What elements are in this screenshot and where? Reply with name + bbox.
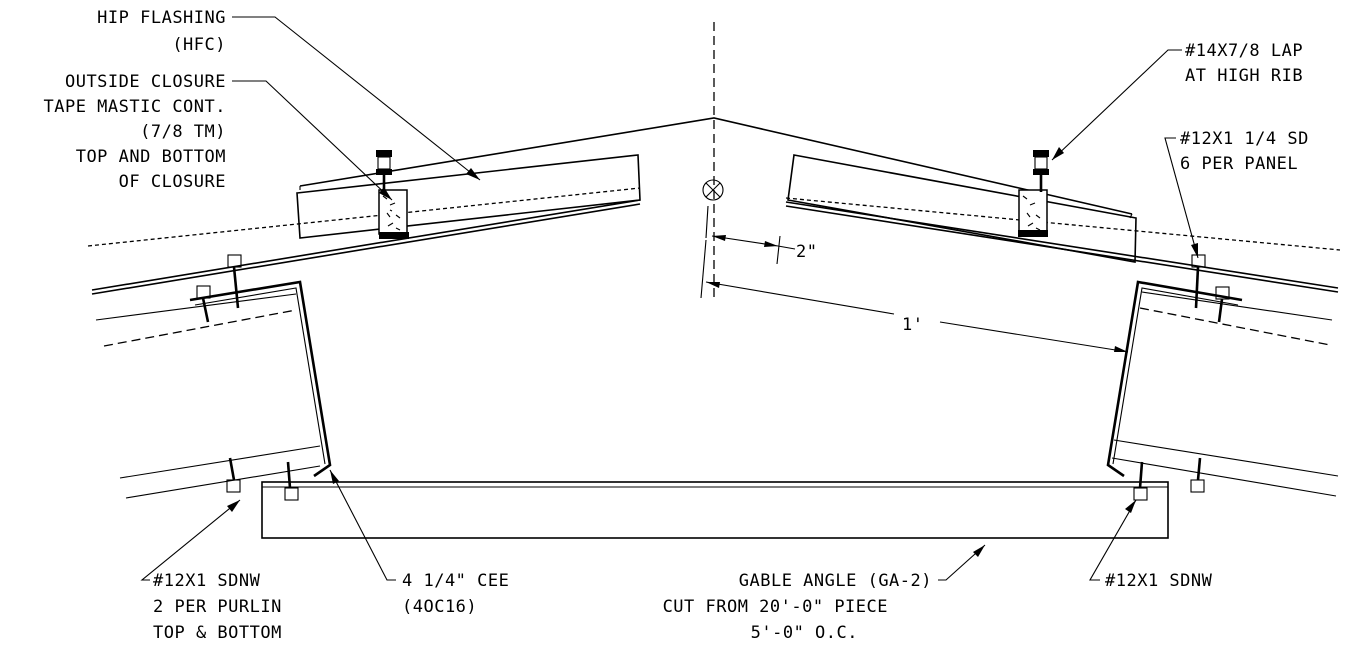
- leader-right-sdnw: [1089, 499, 1137, 581]
- left-sd-screw: [227, 254, 242, 309]
- left-lower-sdnw-screw-1: [226, 457, 241, 493]
- label-right-sdnw: #12X1 SDNW: [1105, 571, 1213, 591]
- svg-text:TAPE MASTIC CONT.: TAPE MASTIC CONT.: [44, 97, 227, 117]
- svg-text:OUTSIDE CLOSURE: OUTSIDE CLOSURE: [65, 72, 226, 92]
- label-gable-angle: GABLE ANGLE (GA-2) CUT FROM 20'-0" PIECE…: [663, 571, 932, 643]
- svg-text:TOP & BOTTOM: TOP & BOTTOM: [153, 623, 282, 643]
- leader-sd-screw: [1164, 137, 1199, 259]
- svg-text:#12X1 SDNW: #12X1 SDNW: [153, 571, 261, 591]
- dimension-2in: [705, 205, 796, 265]
- label-hip-flashing: HIP FLASHING (HFC): [97, 8, 226, 55]
- svg-text:#12X1 1/4 SD: #12X1 1/4 SD: [1180, 129, 1309, 149]
- left-lap-screw: [376, 150, 392, 192]
- svg-text:(7/8 TM): (7/8 TM): [140, 122, 226, 142]
- label-sd-screw: #12X1 1/4 SD 6 PER PANEL: [1180, 129, 1309, 174]
- left-upper-sdnw-screw: [196, 285, 211, 323]
- label-outside-closure: OUTSIDE CLOSURE TAPE MASTIC CONT. (7/8 T…: [44, 72, 227, 192]
- leader-hip-flashing: [232, 16, 481, 181]
- svg-text:#12X1 SDNW: #12X1 SDNW: [1105, 571, 1213, 591]
- label-left-sdnw: #12X1 SDNW 2 PER PURLIN TOP & BOTTOM: [153, 571, 282, 643]
- right-upper-sdnw-screw: [1215, 286, 1230, 323]
- dimension-1ft: [700, 239, 1129, 353]
- svg-text:4 1/4" CEE: 4 1/4" CEE: [402, 571, 509, 591]
- right-lap-screw: [1033, 150, 1049, 192]
- dimension-2in-label: 2": [796, 242, 817, 262]
- left-tape-mastic: [378, 189, 409, 239]
- right-ridge-closure: [787, 154, 1137, 263]
- leader-gable-angle: [938, 544, 986, 581]
- svg-text:GABLE ANGLE (GA-2): GABLE ANGLE (GA-2): [739, 571, 932, 591]
- label-cee: 4 1/4" CEE (4OC16): [402, 571, 509, 617]
- leader-cee: [329, 469, 396, 581]
- label-lap-screw: #14X7/8 LAP AT HIGH RIB: [1185, 41, 1303, 86]
- gable-angle: [261, 481, 1169, 539]
- svg-text:TOP AND BOTTOM: TOP AND BOTTOM: [76, 147, 226, 167]
- svg-text:OF CLOSURE: OF CLOSURE: [119, 172, 226, 192]
- svg-text:#14X7/8 LAP: #14X7/8 LAP: [1185, 41, 1303, 61]
- right-roof-panel-top: [785, 197, 1341, 251]
- svg-text:2 PER PURLIN: 2 PER PURLIN: [153, 597, 282, 617]
- right-cee-purlin: [1106, 280, 1243, 478]
- hip-flashing: [299, 117, 1133, 215]
- right-tape-mastic: [1018, 189, 1048, 237]
- svg-text:HIP FLASHING: HIP FLASHING: [97, 8, 226, 28]
- svg-text:6 PER PANEL: 6 PER PANEL: [1180, 154, 1298, 174]
- leader-lap-screw: [1051, 49, 1182, 161]
- left-ridge-closure: [296, 154, 641, 239]
- leader-outside-closure: [232, 80, 393, 201]
- dimension-1ft-label: 1': [902, 315, 923, 335]
- centerline-marker-symbol: [702, 179, 724, 201]
- right-lower-sdnw-screw-2: [1190, 457, 1205, 493]
- left-cee-purlin: [189, 280, 332, 478]
- svg-text:CUT FROM 20'-0" PIECE: CUT FROM 20'-0" PIECE: [663, 597, 888, 617]
- left-lower-sdnw-screw-2: [284, 461, 299, 501]
- right-lower-sdnw-screw-1: [1133, 461, 1148, 501]
- svg-text:5'-0" O.C.: 5'-0" O.C.: [751, 623, 858, 643]
- svg-text:(HFC): (HFC): [172, 35, 226, 55]
- left-roof-panel-top: [87, 187, 641, 247]
- leader-left-sdnw: [140, 499, 241, 581]
- svg-text:AT HIGH RIB: AT HIGH RIB: [1185, 66, 1303, 86]
- right-sd-screw: [1191, 254, 1206, 309]
- svg-text:(4OC16): (4OC16): [402, 597, 477, 617]
